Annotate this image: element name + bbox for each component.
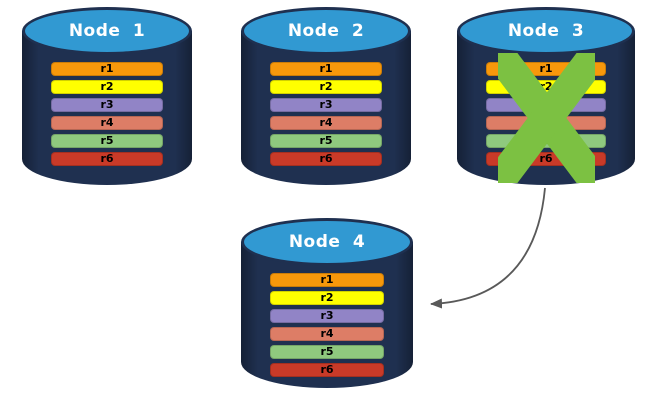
replica-bar-r6: r6 [270, 363, 384, 377]
node-label: Node 2 [287, 21, 365, 41]
replica-bar-r1: r1 [51, 62, 163, 76]
node-label: Node 1 [68, 21, 146, 41]
replica-bar-r4: r4 [270, 327, 384, 341]
replica-bar-r4: r4 [51, 116, 163, 130]
replica-bar-r1: r1 [270, 273, 384, 287]
arrow-curve [430, 187, 546, 309]
replica-bar-r2: r2 [270, 291, 384, 305]
replica-bar-r3: r3 [51, 98, 163, 112]
node-label: Node 3 [507, 21, 585, 41]
database-cylinder-top: Node 4 [241, 218, 413, 266]
replica-bar-r6: r6 [270, 152, 382, 166]
replica-bar-r5: r5 [51, 134, 163, 148]
database-cylinder-body [241, 31, 411, 185]
node-2-cylinder: Node 2 r1 r2 r3 r4 r5 r6 [241, 7, 411, 185]
replica-bar-r2: r2 [270, 80, 382, 94]
database-cylinder-top: Node 3 [457, 7, 635, 55]
replica-bar-r1: r1 [270, 62, 382, 76]
replica-bar-r4: r4 [270, 116, 382, 130]
failure-x-icon [498, 53, 595, 183]
replica-bar-r2: r2 [51, 80, 163, 94]
node-3-cylinder: Node 3 r1 r2 r3 r4 r5 r6 [457, 7, 635, 185]
replica-bar-r3: r3 [270, 98, 382, 112]
node-1-cylinder: Node 1 r1 r2 r3 r4 r5 r6 [22, 7, 192, 185]
node-4-cylinder: Node 4 r1 r2 r3 r4 r5 r6 [241, 218, 413, 388]
database-cylinder-top: Node 2 [241, 7, 411, 55]
database-cylinder-top: Node 1 [22, 7, 192, 55]
node-label: Node 4 [288, 232, 366, 252]
replica-list: r1 r2 r3 r4 r5 r6 [270, 62, 382, 170]
replica-list: r1 r2 r3 r4 r5 r6 [270, 273, 384, 381]
replica-bar-r5: r5 [270, 345, 384, 359]
replica-bar-r5: r5 [270, 134, 382, 148]
replica-list: r1 r2 r3 r4 r5 r6 [51, 62, 163, 170]
replica-bar-r3: r3 [270, 309, 384, 323]
replica-bar-r6: r6 [51, 152, 163, 166]
